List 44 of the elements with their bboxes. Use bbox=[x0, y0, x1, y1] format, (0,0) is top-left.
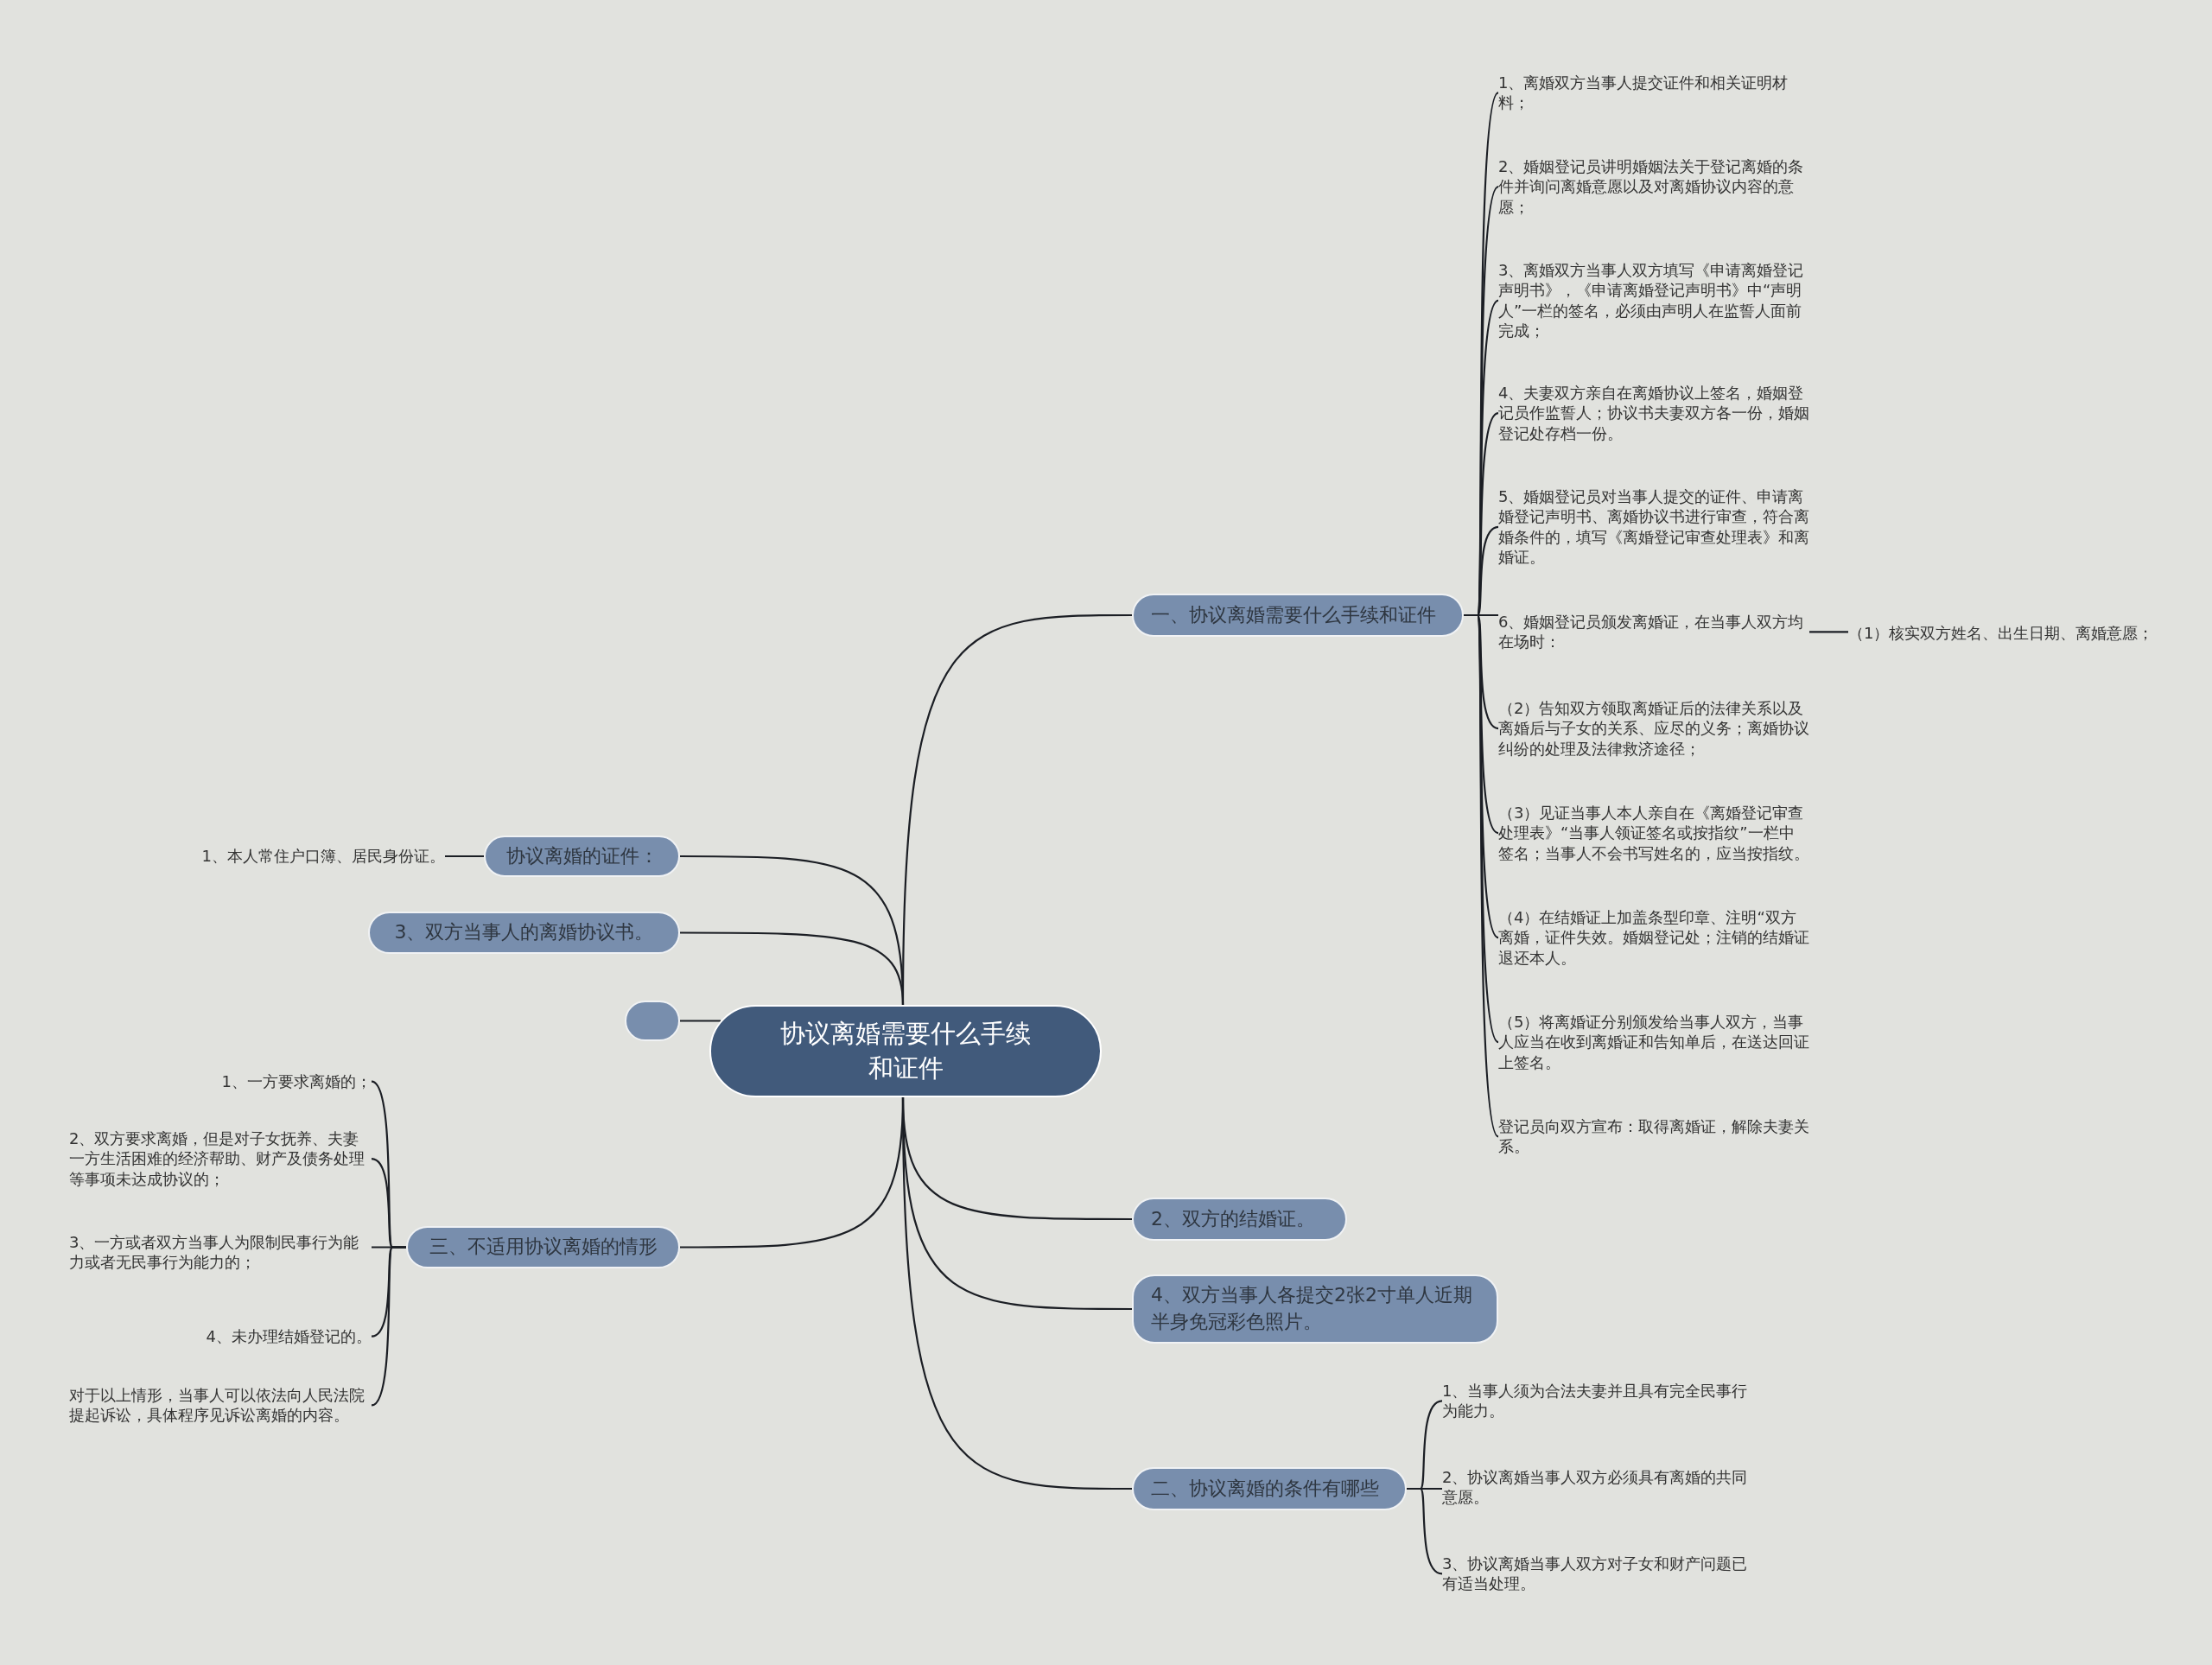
node-text: 4、夫妻双方亲自在离婚协议上签名，婚姻登记员作监誓人；协议书夫妻双方各一份，婚姻登记处存档一份。 bbox=[1498, 384, 1809, 442]
node-text: （1）核实双方姓名、出生日期、离婚意愿； bbox=[1848, 624, 2154, 642]
topic-pill bbox=[1132, 594, 1464, 637]
connector-line bbox=[1809, 631, 1848, 633]
node-text: 三、不适用协议离婚的情形 bbox=[429, 1235, 658, 1260]
node-text: 对于以上情形，当事人可以依法向人民法院提起诉讼，具体程序见诉讼离婚的内容。 bbox=[69, 1386, 365, 1425]
node-text: 2、双方要求离婚，但是对子女抚养、夫妻一方生活困难的经济帮助、财产及债务处理等事项未达成协议的； bbox=[69, 1129, 365, 1188]
node-text: （2）告知双方领取离婚证后的法律关系以及离婚后与子女的关系、应尽的义务；离婚协议纠纷的处理及法律救济途径； bbox=[1498, 699, 1809, 758]
topic-pill bbox=[406, 1226, 680, 1268]
node-text: 一、协议离婚需要什么手续和证件 bbox=[1151, 602, 1436, 627]
node-text: 2、婚姻登记员讲明婚姻法关于登记离婚的条件并询问离婚意愿以及对离婚协议内容的意愿； bbox=[1498, 157, 1804, 216]
node-text: （4）在结婚证上加盖条型印章、注明“双方离婚，证件失效。婚姻登记处；注销的结婚证退还本人。 bbox=[1498, 908, 1809, 967]
node-text: 1、当事人须为合法夫妻并且具有完全民事行为能力。 bbox=[1442, 1382, 1748, 1420]
topic-pill bbox=[1132, 1467, 1407, 1510]
node-text: 协议离婚需要什么手续和证件 bbox=[779, 1018, 1032, 1084]
node-text: （5）将离婚证分别颁发给当事人双方，当事人应当在收到离婚证和告知单后，在送达回证上签名。 bbox=[1498, 1013, 1809, 1071]
node-text: 3、离婚双方当事人双方填写《申请离婚登记声明书》，《申请离婚登记声明书》中“声明人”一栏的签名，必须由声明人在监誓人面前完成； bbox=[1498, 261, 1804, 340]
node-text: 协议离婚的证件： bbox=[505, 843, 658, 868]
node-text: 6、婚姻登记员颁发离婚证，在当事人双方均在场时： bbox=[1498, 613, 1804, 651]
connector-line bbox=[680, 1020, 721, 1022]
topic-pill bbox=[368, 912, 680, 954]
node-text: 2、双方的结婚证。 bbox=[1151, 1206, 1315, 1231]
connector-line bbox=[680, 931, 905, 1006]
connector-line bbox=[901, 1097, 1132, 1490]
empty-topic-pill bbox=[625, 1001, 680, 1041]
topic-pill bbox=[1132, 1198, 1347, 1241]
node-text: 3、一方或者双方当事人为限制民事行为能力或者无民事行为能力的； bbox=[69, 1233, 359, 1272]
topic-pill bbox=[1132, 1274, 1498, 1344]
node-text: （3）见证当事人本人亲自在《离婚登记审查处理表》“当事人领证签名或按指纹”一栏中签名；当事人不会书写姓名的，应当按指纹。 bbox=[1498, 804, 1809, 862]
connector-line bbox=[371, 1246, 406, 1407]
node-text: 5、婚姻登记员对当事人提交的证件、申请离婚登记声明书、离婚协议书进行审查，符合离婚条件的，填写《离婚登记审查处理表》和离婚证。 bbox=[1498, 487, 1809, 567]
node-text: 1、离婚双方当事人提交证件和相关证明材料； bbox=[1498, 73, 1789, 112]
node-text: 4、双方当事人各提交2张2寸单人近期半身免冠彩色照片。 bbox=[1151, 1283, 1473, 1334]
node-text: 二、协议离婚的条件有哪些 bbox=[1151, 1476, 1379, 1501]
node-text: 2、协议离婚当事人双方必须具有离婚的共同意愿。 bbox=[1442, 1468, 1748, 1507]
node-text: 3、双方当事人的离婚协议书。 bbox=[394, 920, 654, 945]
connector-line bbox=[445, 855, 484, 858]
node-text: 3、协议离婚当事人双方对子女和财产问题已有适当处理。 bbox=[1442, 1554, 1748, 1593]
node-text: 1、一方要求离婚的； bbox=[221, 1072, 372, 1090]
connector-line bbox=[1407, 1487, 1443, 1575]
node-text: 4、未办理结婚登记的。 bbox=[206, 1327, 372, 1345]
node-text: 1、本人常住户口簿、居民身份证。 bbox=[201, 847, 445, 865]
topic-pill bbox=[484, 836, 680, 877]
node-text: 登记员向双方宣布：取得离婚证，解除夫妻关系。 bbox=[1498, 1117, 1809, 1156]
